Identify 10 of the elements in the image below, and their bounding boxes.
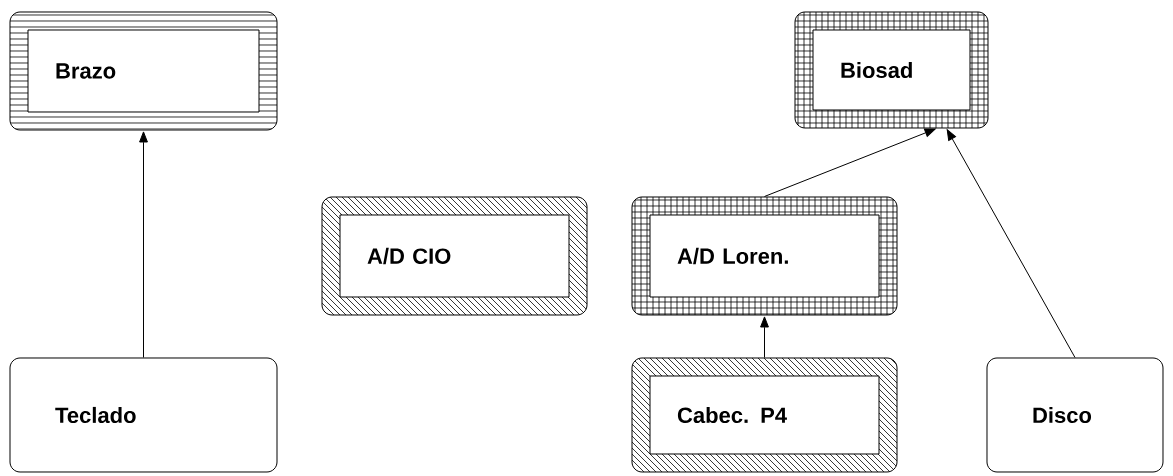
patterned-box: Brazo bbox=[9, 11, 278, 131]
arrow bbox=[760, 316, 769, 358]
arrow bbox=[139, 131, 148, 358]
process-box: Disco bbox=[986, 357, 1164, 473]
arrow bbox=[946, 129, 1076, 358]
patterned-box: A/D Loren. bbox=[631, 196, 898, 316]
patterned-box: Cabec. P4 bbox=[631, 357, 898, 473]
patterned-box: Biosad bbox=[794, 11, 989, 129]
process-box: Teclado bbox=[9, 357, 278, 473]
arrow bbox=[764, 128, 936, 197]
